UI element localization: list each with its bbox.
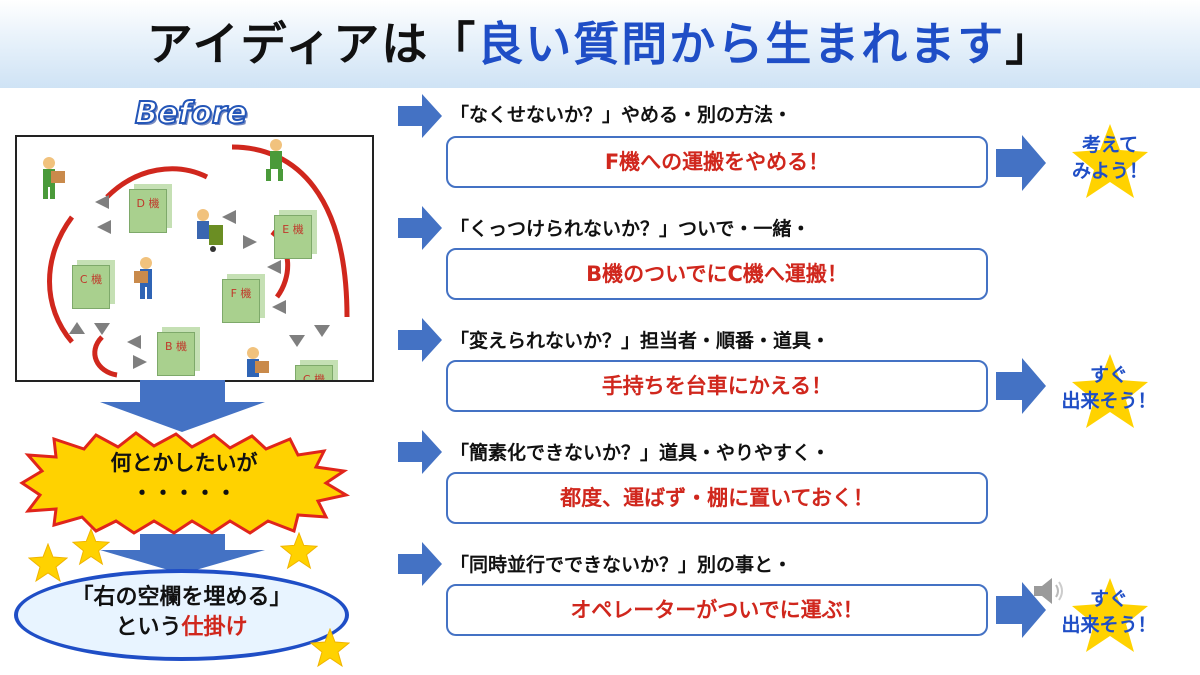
side-note-3-line2: 出来そう！	[1061, 614, 1157, 636]
machine-d: D 機	[129, 189, 167, 233]
right-arrow-icon	[996, 135, 1046, 191]
flow-arrows	[47, 144, 350, 378]
side-note-1-line2: みよう！	[1071, 160, 1148, 182]
speaker-icon[interactable]	[1032, 576, 1066, 606]
star-icon	[1072, 124, 1148, 198]
grey-arrow	[289, 335, 305, 347]
mechanism-line2-prefix: という	[115, 615, 182, 640]
before-diagram: D 機 E 機 C 機 F 機 B 機 C 機	[15, 135, 374, 382]
grey-arrow	[94, 323, 110, 335]
star-icon	[1072, 578, 1148, 652]
right-arrow-icon	[996, 358, 1046, 414]
question-prompt-1: 「なくせないか？」やめる・別の方法・	[450, 104, 793, 126]
title-part2: 」	[1005, 17, 1054, 71]
title-part1: アイディアは「	[146, 17, 478, 71]
down-arrow-icon	[100, 534, 265, 574]
grey-arrow	[127, 335, 141, 349]
answer-box-2: B機のついでにC機へ運搬！	[446, 248, 988, 300]
machine-c-lower: C 機	[295, 365, 333, 380]
mechanism-highlight: 仕掛け	[181, 615, 248, 640]
grey-arrow	[97, 220, 111, 234]
answer-box-5: オペレーターがついでに運ぶ！	[446, 584, 988, 636]
grey-arrow	[243, 235, 257, 249]
star-icon	[310, 628, 350, 668]
star-icon	[1072, 354, 1148, 428]
title-highlight: 良い質問から生まれます	[477, 17, 1006, 71]
before-label: Before	[134, 95, 248, 132]
mechanism-line1: 「右の空欄を埋める」	[71, 585, 292, 610]
red-flow-arrow	[92, 335, 118, 378]
side-note-3: すぐ 出来そう！	[1046, 586, 1172, 638]
mechanism-text: 「右の空欄を埋める」 という仕掛け	[14, 583, 349, 643]
grey-arrow	[95, 195, 109, 209]
burst-line2: ・・・・・	[131, 481, 237, 505]
question-prompt-2: 「くっつけられないか？」ついで・一緒・	[450, 218, 811, 240]
red-flow-arrow	[231, 144, 350, 318]
side-note-1-line1: 考えて	[1081, 134, 1139, 156]
right-arrow-icon	[996, 582, 1046, 638]
right-arrow-icon	[398, 206, 442, 250]
grey-arrow	[267, 260, 281, 274]
question-prompt-4: 「簡素化できないか？」道具・やりやすく・	[450, 442, 831, 464]
answer-box-3: 手持ちを台車にかえる！	[446, 360, 988, 412]
side-note-1: 考えて みよう！	[1052, 132, 1168, 184]
grey-arrow	[314, 325, 330, 337]
worker-blue-lower-icon	[247, 347, 269, 377]
red-flow-arrow	[105, 166, 209, 199]
side-note-2-line2: 出来そう！	[1061, 390, 1157, 412]
side-note-3-line1: すぐ	[1089, 588, 1128, 610]
burst-text: 何とかしたいが ・・・・・	[14, 448, 354, 508]
burst-line1: 何とかしたいが	[110, 451, 258, 475]
worker-blue-carrying-icon	[134, 257, 152, 299]
mechanism-ellipse	[14, 569, 349, 661]
side-note-2: すぐ 出来そう！	[1046, 362, 1172, 414]
answer-box-1: F機への運搬をやめる！	[446, 136, 988, 188]
grey-arrow	[133, 355, 147, 369]
explosion-burst-icon	[19, 431, 351, 535]
right-arrow-icon	[398, 430, 442, 474]
worker-with-cart-icon	[197, 209, 223, 252]
question-prompt-5: 「同時並行でできないか？」別の事と・	[450, 554, 793, 576]
grey-arrow	[69, 322, 85, 334]
answer-box-4: 都度、運ばず・棚に置いておく！	[446, 472, 988, 524]
right-arrow-icon	[398, 542, 442, 586]
machine-f: F 機	[222, 279, 260, 323]
machine-e: E 機	[274, 215, 312, 259]
machine-b: B 機	[157, 332, 195, 376]
right-arrow-icon	[398, 318, 442, 362]
right-arrow-icon	[398, 94, 442, 138]
worker-carrying-box-icon	[43, 157, 65, 199]
slide-title: アイディアは「良い質問から生まれます」	[0, 8, 1200, 74]
machine-c: C 機	[72, 265, 110, 309]
star-icon	[72, 528, 110, 566]
grey-arrow	[272, 300, 286, 314]
title-bar	[0, 0, 1200, 88]
star-icon	[280, 532, 318, 570]
question-prompt-3: 「変えられないか？」担当者・順番・道具・	[450, 330, 831, 352]
star-icon	[28, 543, 68, 583]
red-flow-arrow	[47, 215, 75, 344]
worker-running-icon	[266, 139, 283, 181]
down-arrow-icon	[100, 380, 265, 432]
grey-arrow	[222, 210, 236, 224]
side-note-2-line1: すぐ	[1089, 364, 1128, 386]
